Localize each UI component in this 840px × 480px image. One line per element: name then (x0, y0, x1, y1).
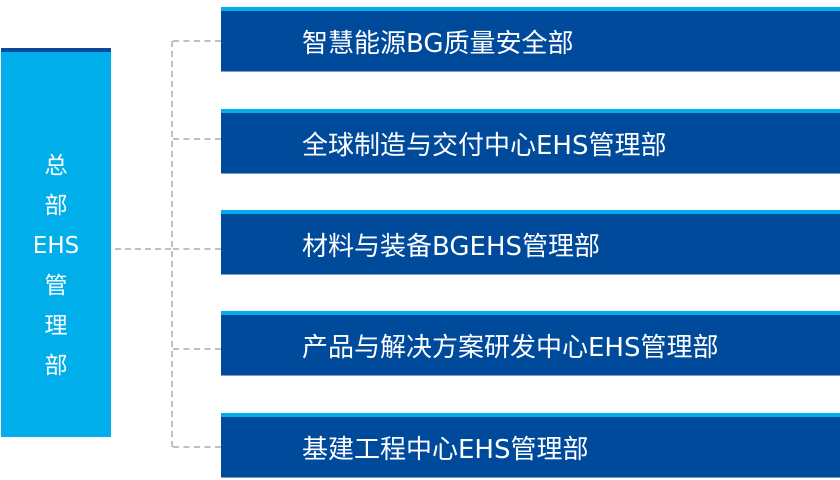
connector-dept-5 (173, 446, 221, 448)
connector-dept-3 (173, 248, 221, 250)
department-box-materials-equipment: 材料与装备BGEHS管理部 (221, 210, 840, 275)
connector-trunk (171, 41, 173, 447)
department-box-global-manufacturing: 全球制造与交付中心EHS管理部 (221, 109, 840, 174)
headquarters-ehs-box: 总 部 EHS 管 理 部 (1, 48, 111, 437)
department-box-smart-energy: 智慧能源BG质量安全部 (221, 7, 840, 72)
department-box-infrastructure: 基建工程中心EHS管理部 (221, 413, 840, 478)
department-label: 全球制造与交付中心EHS管理部 (302, 130, 667, 161)
connector-dept-2 (173, 138, 221, 140)
department-box-product-rd: 产品与解决方案研发中心EHS管理部 (221, 311, 840, 376)
headquarters-label-line: 理 (44, 313, 68, 339)
connector-dept-4 (173, 348, 221, 350)
headquarters-label-line: 总 (44, 153, 68, 179)
connector-hq (115, 248, 171, 250)
headquarters-label-line: 部 (44, 193, 68, 219)
department-label: 材料与装备BGEHS管理部 (302, 231, 601, 262)
department-label: 智慧能源BG质量安全部 (302, 28, 574, 59)
headquarters-label: 总 部 EHS 管 理 部 (1, 146, 111, 386)
headquarters-label-line: 管 (44, 273, 68, 299)
headquarters-label-line: EHS (32, 233, 80, 259)
headquarters-label-line: 部 (44, 353, 68, 379)
department-label: 产品与解决方案研发中心EHS管理部 (302, 332, 719, 363)
department-label: 基建工程中心EHS管理部 (302, 434, 589, 465)
connector-dept-1 (173, 40, 221, 42)
